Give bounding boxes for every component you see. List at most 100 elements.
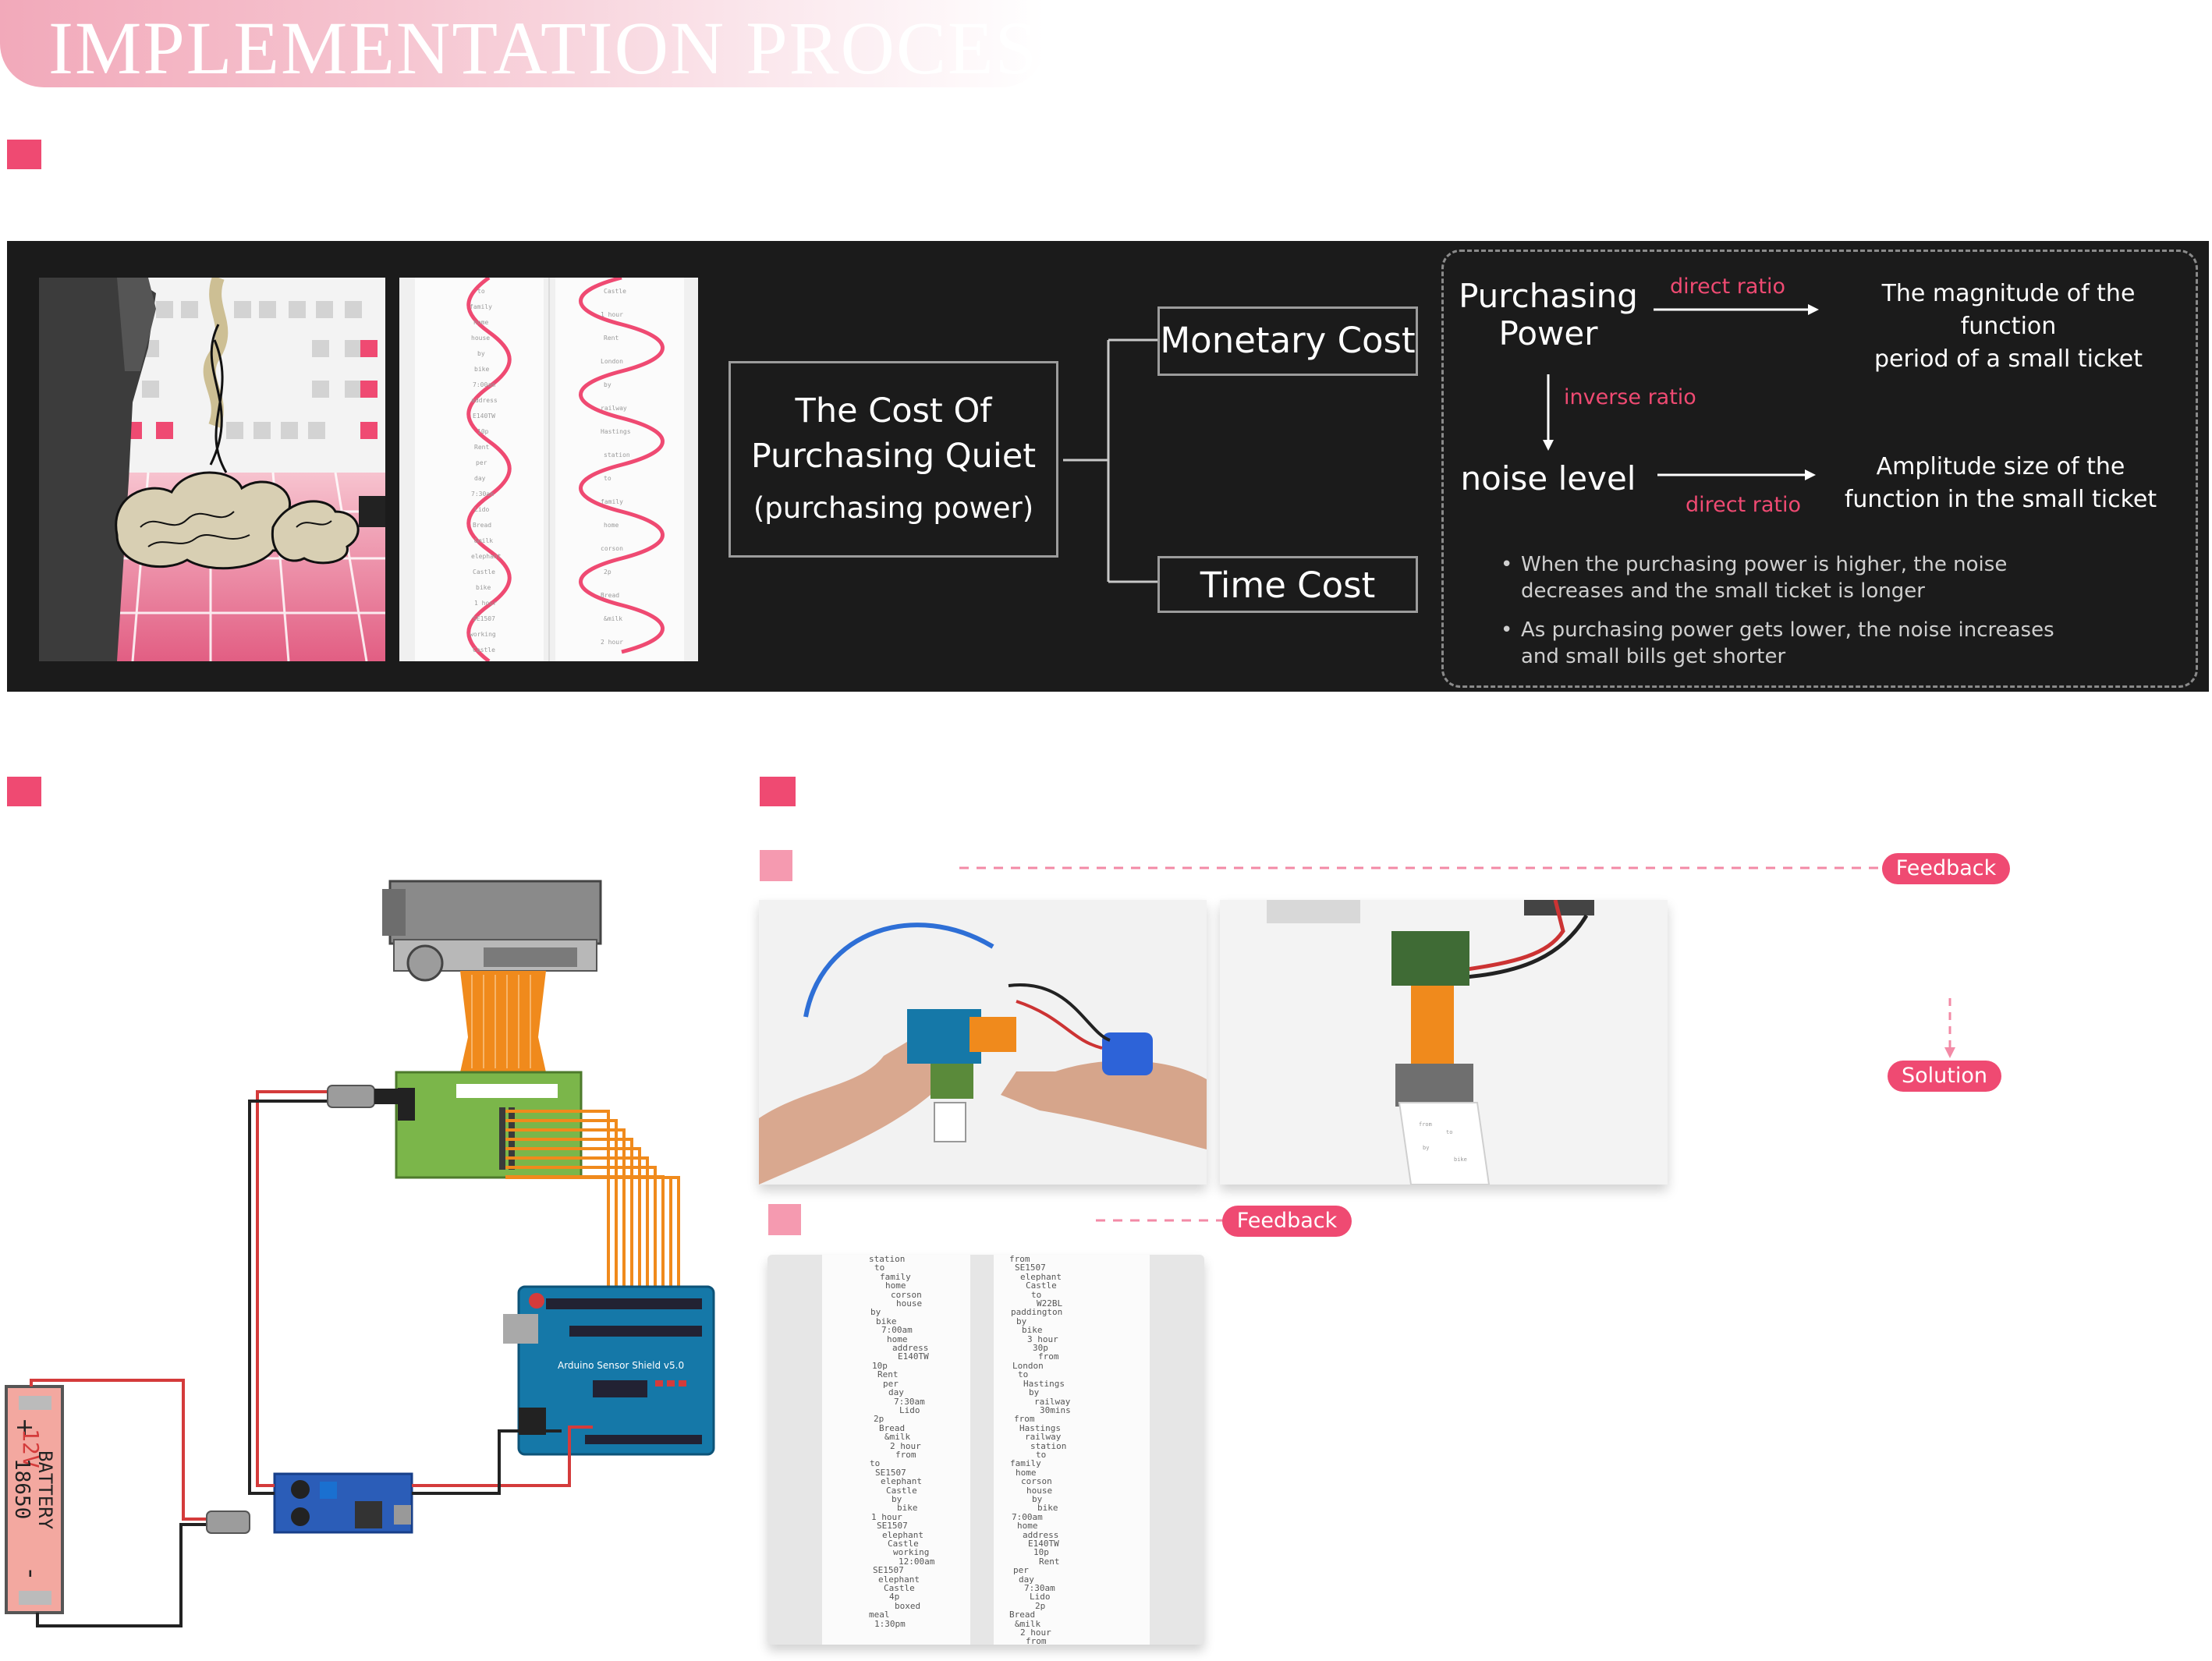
receipt-line: E140TW xyxy=(898,1351,929,1362)
receipt-line: Castle xyxy=(888,1539,919,1549)
svg-text:home: home xyxy=(604,522,619,529)
receipt-line: by xyxy=(870,1307,881,1318)
receipt-line: to xyxy=(1036,1449,1047,1460)
main-concept-line3: (purchasing power) xyxy=(753,491,1034,525)
svg-text:per: per xyxy=(476,459,487,466)
svg-text:bike: bike xyxy=(476,584,491,591)
magnitude-text: The magnitude of the function period of … xyxy=(1873,280,2143,373)
header-banner xyxy=(0,0,1045,87)
receipt-line: elephant xyxy=(1020,1271,1062,1282)
receipt-line: from xyxy=(1009,1255,1030,1264)
svg-text:day: day xyxy=(474,475,486,482)
inverse-ratio-label: inverse ratio xyxy=(1564,385,1696,409)
receipt-line: station xyxy=(869,1255,906,1264)
receipt-line: W22BL xyxy=(1037,1298,1063,1309)
receipt-line: elephant xyxy=(878,1574,920,1585)
svg-text:from: from xyxy=(1419,1121,1432,1128)
receipt-line: to xyxy=(870,1458,881,1469)
svg-text:Castle: Castle xyxy=(604,288,626,295)
receipt-line: by xyxy=(1016,1316,1027,1326)
receipt-line: by xyxy=(1029,1387,1040,1398)
svg-text:family: family xyxy=(470,303,492,310)
arduino-board: Arduino Sensor Shield v5.0 xyxy=(503,1285,715,1456)
receipt-line: 1:30pm xyxy=(874,1618,906,1629)
illustration-art xyxy=(39,278,385,661)
direct-ratio-top-label: direct ratio xyxy=(1669,274,1786,299)
svg-text:bike: bike xyxy=(474,366,489,373)
receipt-line: SE1507 xyxy=(877,1521,908,1532)
receipt-line: family xyxy=(1010,1458,1041,1469)
receipt-line: Lido xyxy=(1030,1592,1051,1603)
receipt-line: 7:00am xyxy=(881,1325,913,1336)
receipt-line: railway xyxy=(1025,1432,1062,1443)
page-title: IMPLEMENTATION PROCESS xyxy=(48,6,1047,90)
receipt-line: 1 hour xyxy=(871,1511,902,1522)
svg-text:bike: bike xyxy=(1454,1156,1467,1163)
receipt-line: elephant xyxy=(882,1529,923,1540)
receipt-line: Bread xyxy=(879,1422,906,1433)
direct-ratio-bottom-label: direct ratio xyxy=(1685,493,1802,517)
receipt-line: E140TW xyxy=(1028,1539,1059,1549)
receipt-line: per xyxy=(1013,1565,1029,1576)
section-marker xyxy=(7,777,41,806)
svg-text:Castle: Castle xyxy=(473,646,495,653)
receipt-line: paddington xyxy=(1011,1307,1063,1318)
receipt-line: SE1507 xyxy=(875,1467,906,1478)
svg-text:family: family xyxy=(601,498,623,505)
receipt-line: meal xyxy=(869,1610,890,1620)
receipt-line: Castle xyxy=(1026,1280,1057,1291)
receipt-line: &milk xyxy=(1015,1618,1041,1629)
receipt-line: house xyxy=(1026,1485,1053,1496)
dc-jacks xyxy=(206,1085,398,1534)
subsection-marker xyxy=(768,1204,801,1235)
bullet-item: • As purchasing power gets lower, the no… xyxy=(1501,617,2062,670)
battery-pack: + 12V 18650 BATTERY - xyxy=(5,1385,64,1614)
receipt-line: family xyxy=(880,1271,911,1282)
svg-text:elephant: elephant xyxy=(471,553,502,560)
bullet-dot: • xyxy=(1501,618,1513,642)
svg-text:Rent: Rent xyxy=(604,335,619,342)
battery-label-line2: BATTERY xyxy=(34,1450,56,1530)
battery-label-line1: 18650 xyxy=(10,1458,34,1519)
svg-text:to: to xyxy=(1446,1129,1452,1135)
wiring-photo-art xyxy=(759,900,1207,1185)
receipt-line: bike xyxy=(876,1316,897,1326)
monetary-cost-label: Monetary Cost xyxy=(1160,320,1416,361)
receipt-line: boxed xyxy=(895,1600,921,1611)
receipt-line: by xyxy=(1032,1493,1043,1504)
circuit-diagram: Arduino Sensor Shield v5.0 + 12V 18650 B… xyxy=(5,880,715,1627)
receipt-line: from xyxy=(1038,1351,1059,1362)
svg-text:10p: 10p xyxy=(477,428,489,435)
receipt-line: from xyxy=(1026,1636,1047,1645)
buck-converter xyxy=(273,1472,413,1534)
svg-text:&milk: &milk xyxy=(474,537,493,544)
receipt-line: Hastings xyxy=(1019,1422,1061,1433)
svg-text:7:00am: 7:00am xyxy=(473,381,495,388)
svg-text:working: working xyxy=(470,631,496,638)
svg-text:SE1507: SE1507 xyxy=(473,615,495,622)
svg-text:address: address xyxy=(471,397,498,404)
receipt-line: day xyxy=(1019,1574,1034,1585)
receipt-line: from xyxy=(1014,1414,1035,1425)
receipt-line: home xyxy=(1017,1521,1038,1532)
receipt-line: bike xyxy=(1022,1325,1043,1336)
receipt-line: 10p xyxy=(872,1360,888,1371)
power-wires xyxy=(30,1090,593,1627)
receipt-line: 7:30am xyxy=(894,1396,925,1407)
svg-text:Castle: Castle xyxy=(473,568,495,576)
receipt-line: SE1507 xyxy=(873,1565,904,1576)
concept-illustration xyxy=(39,278,385,661)
receipt-line: by xyxy=(892,1493,902,1504)
receipt-line: address xyxy=(892,1343,929,1354)
receipt-line: house xyxy=(896,1298,923,1309)
receipt-line: 7:00am xyxy=(1012,1511,1043,1522)
relation-frame xyxy=(1441,250,2198,688)
receipt-line: working xyxy=(893,1547,930,1558)
receipt-line: to xyxy=(1031,1289,1042,1300)
svg-text:Rent: Rent xyxy=(474,444,489,451)
receipt-line: SE1507 xyxy=(1015,1263,1046,1273)
